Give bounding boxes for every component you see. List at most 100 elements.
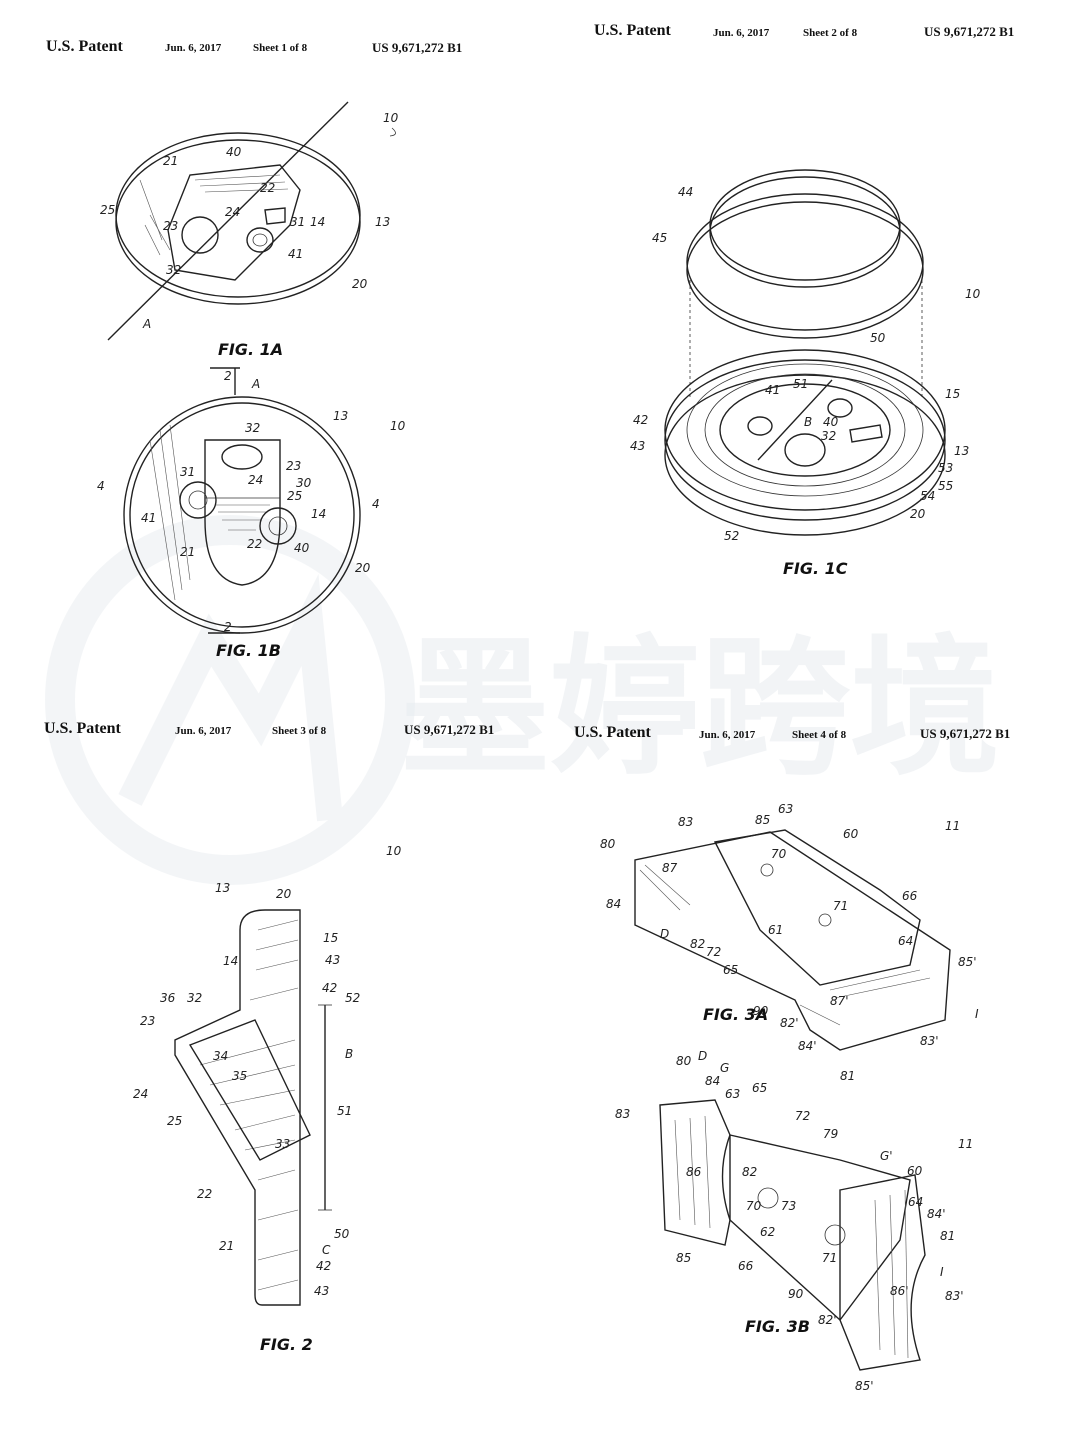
reference-numeral: 87' (830, 994, 849, 1008)
reference-numeral: 21 (163, 154, 178, 168)
figure-caption: FIG. 1A (218, 340, 283, 359)
reference-numeral: 71 (822, 1251, 837, 1265)
reference-numeral: 81 (840, 1069, 855, 1083)
reference-numeral: 82 (690, 937, 705, 951)
reference-numeral: 65 (723, 963, 738, 977)
reference-numeral: 82 (742, 1165, 757, 1179)
reference-numeral: B (804, 415, 812, 429)
reference-numeral: D (698, 1049, 707, 1063)
reference-numeral: 13 (375, 215, 390, 229)
reference-numeral: 42 (322, 981, 337, 995)
reference-numeral: 90 (753, 1004, 769, 1018)
reference-numeral: 30 (296, 476, 312, 490)
sheet-3: U.S. Patent Jun. 6, 2017 Sheet 3 of 8 US… (0, 720, 540, 1440)
patent-number: US 9,671,272 B1 (920, 726, 1011, 741)
reference-numeral: 24 (225, 205, 240, 219)
reference-numeral: 60 (907, 1164, 923, 1178)
reference-numeral: 22 (197, 1187, 212, 1201)
reference-numeral: 44 (678, 185, 693, 199)
patent-number: US 9,671,272 B1 (924, 24, 1015, 39)
reference-numeral: 41 (288, 247, 303, 261)
reference-numeral: 66 (902, 889, 918, 903)
reference-numeral: 64 (898, 934, 913, 948)
reference-numeral: 60 (843, 827, 859, 841)
reference-numeral: 50 (334, 1227, 350, 1241)
reference-numeral: 15 (323, 931, 338, 945)
reference-numeral: 72 (795, 1109, 810, 1123)
reference-numeral: 36 (160, 991, 176, 1005)
patent-label: U.S. Patent (574, 724, 651, 741)
reference-numeral: 10 (383, 111, 399, 125)
reference-numeral: 83' (945, 1289, 964, 1303)
sheet-number: Sheet 1 of 8 (253, 42, 308, 54)
figure-caption: FIG. 1C (783, 559, 848, 578)
reference-numeral: 85 (755, 813, 770, 827)
reference-numeral: 33 (275, 1137, 290, 1151)
reference-numeral: 53 (938, 461, 953, 475)
reference-numeral: 24 (133, 1087, 148, 1101)
sheet-4: U.S. Patent Jun. 6, 2017 Sheet 4 of 8 US… (540, 720, 1080, 1440)
patent-date: Jun. 6, 2017 (699, 729, 756, 741)
reference-numeral: 61 (768, 923, 783, 937)
reference-numeral: 10 (386, 844, 402, 858)
reference-numeral: 50 (870, 331, 886, 345)
reference-numeral: 32 (245, 421, 260, 435)
reference-numeral: 86' (890, 1284, 909, 1298)
reference-numeral: 23 (140, 1014, 155, 1028)
reference-numeral: 31 (290, 215, 305, 229)
reference-numeral: 45 (652, 231, 667, 245)
reference-numeral: 70 (771, 847, 787, 861)
reference-numeral: 32 (166, 263, 181, 277)
reference-numeral: 40 (823, 415, 839, 429)
figure-3a: 85 63 83 60 11 80 70 87 84 66 71 61 D 82… (600, 802, 979, 1083)
reference-numeral: 83 (615, 1107, 630, 1121)
reference-numeral: 84' (798, 1039, 817, 1053)
sheet-number: Sheet 2 of 8 (803, 27, 858, 39)
reference-numeral: 14 (223, 954, 238, 968)
figure-3b: 80 D 84 G 63 65 72 83 79 11 G' 60 86 82 … (615, 1049, 973, 1393)
reference-numeral: 84 (705, 1074, 720, 1088)
reference-numeral: 79 (823, 1127, 838, 1141)
reference-numeral: 24 (248, 473, 263, 487)
reference-numeral: 83' (920, 1034, 939, 1048)
reference-numeral: G' (880, 1149, 893, 1163)
reference-numeral: 90 (788, 1287, 804, 1301)
reference-numeral: 40 (294, 541, 310, 555)
reference-numeral: 34 (213, 1049, 228, 1063)
reference-numeral: 87 (662, 861, 678, 875)
reference-numeral: 70 (746, 1199, 762, 1213)
reference-numeral: 42 (633, 413, 648, 427)
reference-numeral: B (345, 1047, 353, 1061)
reference-numeral: G (720, 1061, 729, 1075)
reference-numeral: 21 (180, 545, 195, 559)
sheet-number: Sheet 3 of 8 (272, 725, 327, 737)
reference-numeral: 85 (676, 1251, 691, 1265)
patent-date: Jun. 6, 2017 (165, 42, 222, 54)
reference-numeral: 22 (260, 181, 275, 195)
reference-numeral: 25 (100, 203, 115, 217)
reference-numeral: 42 (316, 1259, 331, 1273)
figure-1b: 2 A 13 10 32 23 31 24 30 25 4 4 41 14 40… (97, 367, 406, 660)
reference-numeral: 14 (310, 215, 325, 229)
reference-numeral: I (975, 1007, 979, 1021)
reference-numeral: D (660, 927, 669, 941)
reference-numeral: 25 (287, 489, 302, 503)
patent-number: US 9,671,272 B1 (372, 40, 463, 55)
reference-numeral: 20 (352, 277, 368, 291)
reference-numeral: 11 (958, 1137, 973, 1151)
reference-numeral: 20 (276, 887, 292, 901)
reference-numeral: 63 (725, 1087, 740, 1101)
reference-numeral: 73 (781, 1199, 796, 1213)
reference-numeral: 80 (676, 1054, 692, 1068)
patent-label: U.S. Patent (44, 720, 121, 737)
reference-numeral: 81 (940, 1229, 955, 1243)
reference-numeral: 23 (286, 459, 301, 473)
reference-numeral: 84' (927, 1207, 946, 1221)
reference-numeral: 23 (163, 219, 178, 233)
figure-1c: 44 45 10 50 51 41 15 42 B 40 43 32 13 53… (630, 169, 981, 578)
reference-numeral: 11 (945, 819, 960, 833)
reference-numeral: 51 (793, 377, 808, 391)
patent-label: U.S. Patent (46, 38, 123, 55)
figure-2: 10 13 20 15 14 43 42 36 32 52 23 34 35 B… (133, 844, 402, 1354)
reference-numeral: 4 (372, 497, 380, 511)
